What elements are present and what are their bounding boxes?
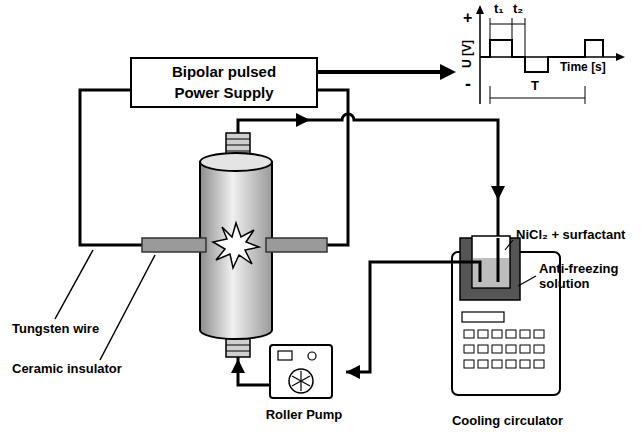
reactor-body xyxy=(200,162,272,339)
circulator-display xyxy=(462,312,504,322)
arrow-head xyxy=(440,64,456,80)
pump-rotor xyxy=(289,369,313,393)
part-label: Ceramic insulator xyxy=(12,362,122,377)
leader-line xyxy=(100,255,155,360)
pump-display xyxy=(278,351,292,360)
ceramic-insulator xyxy=(142,238,206,252)
axis-head xyxy=(616,53,625,61)
tube xyxy=(497,238,500,282)
ceramic-insulator xyxy=(266,238,327,252)
node-label: Bipolar pulsed Power Supply xyxy=(159,62,289,103)
signal-arrow xyxy=(318,70,441,74)
power-wire xyxy=(318,90,348,245)
flow-arrow xyxy=(231,359,245,373)
flow-tube xyxy=(346,262,445,379)
tube xyxy=(445,262,480,282)
flow-arrow xyxy=(296,113,310,127)
power-wire xyxy=(80,90,142,245)
leader-line xyxy=(505,240,513,250)
leader-line xyxy=(55,250,93,319)
period-symbol: T xyxy=(531,79,539,94)
pump-knob xyxy=(308,352,316,360)
pump-body xyxy=(270,345,332,398)
flow-arrow xyxy=(491,186,505,200)
roller-pump: Roller Pump xyxy=(262,342,346,422)
node-label: Cooling circulator xyxy=(445,413,570,428)
keypad xyxy=(464,330,544,368)
axis-head xyxy=(476,5,484,14)
part-label: NiCl₂ + surfactant xyxy=(516,228,625,243)
polarity-sign: + xyxy=(463,9,472,27)
part-label: Anti-freezing solution xyxy=(539,262,635,292)
polarity-sign: - xyxy=(465,74,471,95)
axis-label: U [V] xyxy=(461,36,475,72)
axis-label: Time [s] xyxy=(560,61,606,75)
part-label: Tungsten wire xyxy=(12,322,99,337)
reactor-top xyxy=(200,153,272,171)
time-symbol: t₂ xyxy=(513,2,523,17)
leader-line xyxy=(518,276,536,286)
node-label: Roller Pump xyxy=(262,407,346,422)
plasma-spark xyxy=(213,223,259,268)
time-symbol: t₁ xyxy=(494,2,504,17)
power-supply-box: Bipolar pulsed Power Supply xyxy=(130,57,318,108)
